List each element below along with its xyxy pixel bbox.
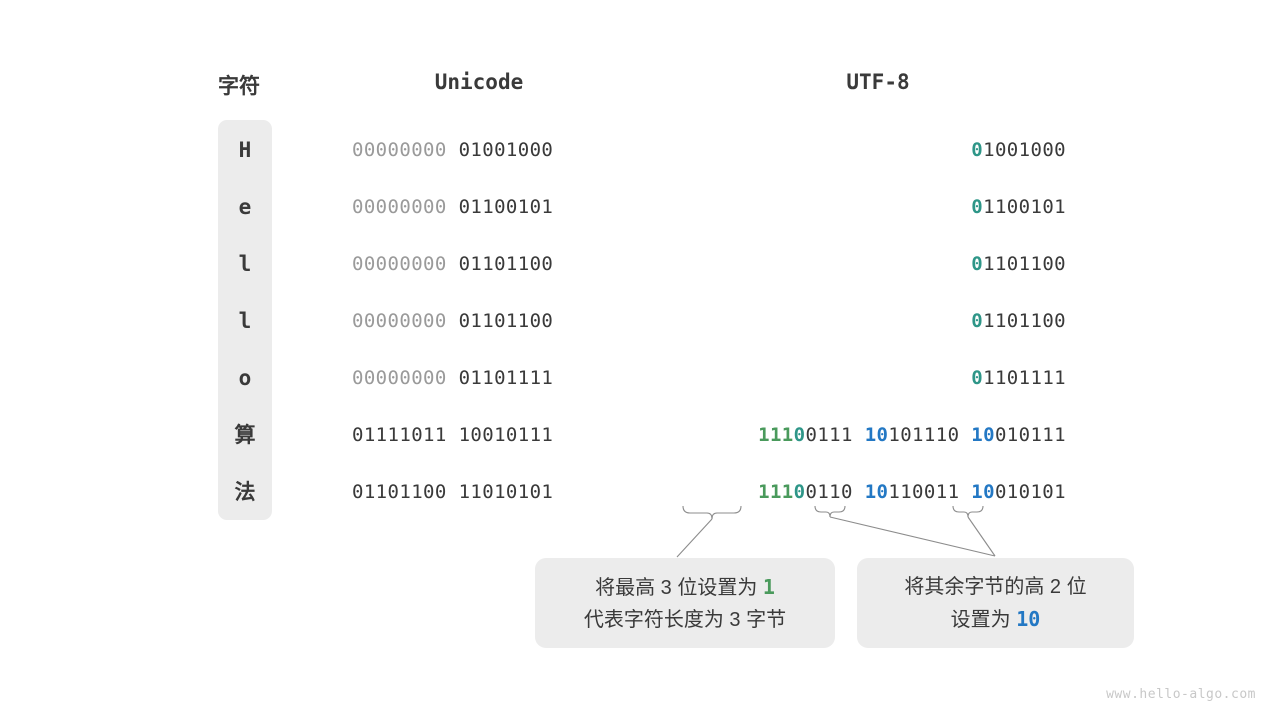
utf8-marker-bits: 10 bbox=[864, 424, 889, 446]
callout-right-line1: 将其余字节的高 2 位 bbox=[904, 575, 1087, 598]
unicode-low-byte: 11010101 bbox=[458, 481, 554, 503]
utf8-marker-bits: 111 bbox=[758, 424, 794, 446]
utf8-marker-bits: 0 bbox=[971, 139, 984, 161]
utf8-payload-bits: 1101111 bbox=[983, 367, 1066, 389]
utf8-cell: 01101100 bbox=[600, 308, 1066, 334]
unicode-cell: 01101100 11010101 bbox=[352, 479, 553, 505]
utf8-payload-bits: 010101 bbox=[994, 481, 1066, 503]
utf8-byte: 01001000 bbox=[971, 139, 1066, 161]
utf8-payload-bits: 0111 bbox=[805, 424, 853, 446]
callout-left-line2: 代表字符长度为 3 字节 bbox=[583, 608, 787, 631]
utf8-cell: 01001000 bbox=[600, 137, 1066, 163]
callout-continuation-bits: 将其余字节的高 2 位 设置为 10 bbox=[857, 558, 1134, 648]
unicode-high-byte: 00000000 bbox=[352, 253, 447, 275]
utf8-marker-bits: 10 bbox=[971, 424, 995, 446]
char-cell: H bbox=[238, 138, 252, 162]
utf8-marker-bits: 0 bbox=[971, 310, 984, 332]
utf8-cell: 01101111 bbox=[600, 365, 1066, 391]
unicode-low-byte: 10010111 bbox=[458, 424, 554, 446]
utf8-payload-bits: 101110 bbox=[888, 424, 960, 446]
callout-left-line1-text: 将最高 3 位设置为 bbox=[595, 576, 763, 599]
watermark: www.hello-algo.com bbox=[1106, 687, 1256, 702]
unicode-high-byte: 00000000 bbox=[352, 139, 447, 161]
char-cell: o bbox=[238, 366, 252, 390]
utf8-byte: 01101100 bbox=[971, 310, 1066, 332]
utf8-byte: 10110011 bbox=[865, 481, 960, 503]
column-header-char: 字符 bbox=[218, 74, 260, 98]
utf8-marker-bits-secondary: 0 bbox=[793, 424, 806, 446]
callout-left-highlight: 1 bbox=[762, 574, 775, 599]
utf8-marker-bits: 10 bbox=[971, 481, 995, 503]
callout-right-line2: 设置为 10 bbox=[951, 603, 1041, 636]
utf8-payload-bits: 1001000 bbox=[983, 139, 1066, 161]
callout-right-line2-text: 设置为 bbox=[950, 608, 1017, 631]
column-header-utf8: UTF-8 bbox=[846, 70, 910, 94]
char-cell: e bbox=[238, 195, 252, 219]
utf8-byte: 11100111 bbox=[758, 424, 853, 446]
unicode-high-byte: 00000000 bbox=[352, 310, 447, 332]
unicode-cell: 01111011 10010111 bbox=[352, 422, 553, 448]
unicode-low-byte: 01101111 bbox=[458, 367, 554, 389]
utf8-byte: 10010111 bbox=[971, 424, 1066, 446]
char-cell: l bbox=[238, 252, 252, 276]
utf8-payload-bits: 0110 bbox=[805, 481, 853, 503]
char-cell: 法 bbox=[234, 480, 256, 504]
unicode-cell: 00000000 01101111 bbox=[352, 365, 553, 391]
unicode-high-byte: 00000000 bbox=[352, 367, 447, 389]
unicode-high-byte: 01101100 bbox=[352, 481, 447, 503]
char-cell: 算 bbox=[234, 423, 256, 447]
utf8-cell: 01100101 bbox=[600, 194, 1066, 220]
utf8-byte: 01100101 bbox=[971, 196, 1066, 218]
utf8-marker-bits: 10 bbox=[864, 481, 889, 503]
utf8-marker-bits: 0 bbox=[971, 196, 984, 218]
utf8-byte: 01101111 bbox=[971, 367, 1066, 389]
unicode-high-byte: 00000000 bbox=[352, 196, 447, 218]
char-cell: l bbox=[238, 309, 252, 333]
column-header-unicode: Unicode bbox=[434, 70, 524, 94]
unicode-cell: 00000000 01001000 bbox=[352, 137, 553, 163]
unicode-cell: 00000000 01101100 bbox=[352, 308, 553, 334]
unicode-cell: 00000000 01101100 bbox=[352, 251, 553, 277]
utf8-byte: 10010101 bbox=[971, 481, 1066, 503]
unicode-low-byte: 01101100 bbox=[458, 253, 554, 275]
utf8-payload-bits: 1100101 bbox=[983, 196, 1066, 218]
utf8-payload-bits: 1101100 bbox=[983, 310, 1066, 332]
unicode-low-byte: 01001000 bbox=[458, 139, 554, 161]
unicode-low-byte: 01100101 bbox=[458, 196, 554, 218]
utf8-cell: 11100110 10110011 10010101 bbox=[600, 479, 1066, 505]
character-column-panel bbox=[218, 120, 272, 520]
utf8-cell: 01101100 bbox=[600, 251, 1066, 277]
utf8-payload-bits: 1101100 bbox=[983, 253, 1066, 275]
utf8-byte: 01101100 bbox=[971, 253, 1066, 275]
utf8-byte: 10101110 bbox=[865, 424, 960, 446]
unicode-high-byte: 01111011 bbox=[352, 424, 447, 446]
callout-leading-bits: 将最高 3 位设置为 1 代表字符长度为 3 字节 bbox=[535, 558, 835, 648]
utf8-marker-bits: 0 bbox=[971, 367, 984, 389]
unicode-cell: 00000000 01100101 bbox=[352, 194, 553, 220]
callout-left-line1: 将最高 3 位设置为 1 bbox=[595, 571, 775, 604]
utf8-marker-bits: 111 bbox=[758, 481, 794, 503]
utf8-byte: 11100110 bbox=[758, 481, 853, 503]
utf8-marker-bits: 0 bbox=[971, 253, 984, 275]
utf8-cell: 11100111 10101110 10010111 bbox=[600, 422, 1066, 448]
utf8-payload-bits: 110011 bbox=[888, 481, 960, 503]
callout-right-highlight: 10 bbox=[1016, 606, 1041, 631]
unicode-low-byte: 01101100 bbox=[458, 310, 554, 332]
utf8-marker-bits-secondary: 0 bbox=[793, 481, 806, 503]
utf8-payload-bits: 010111 bbox=[994, 424, 1066, 446]
